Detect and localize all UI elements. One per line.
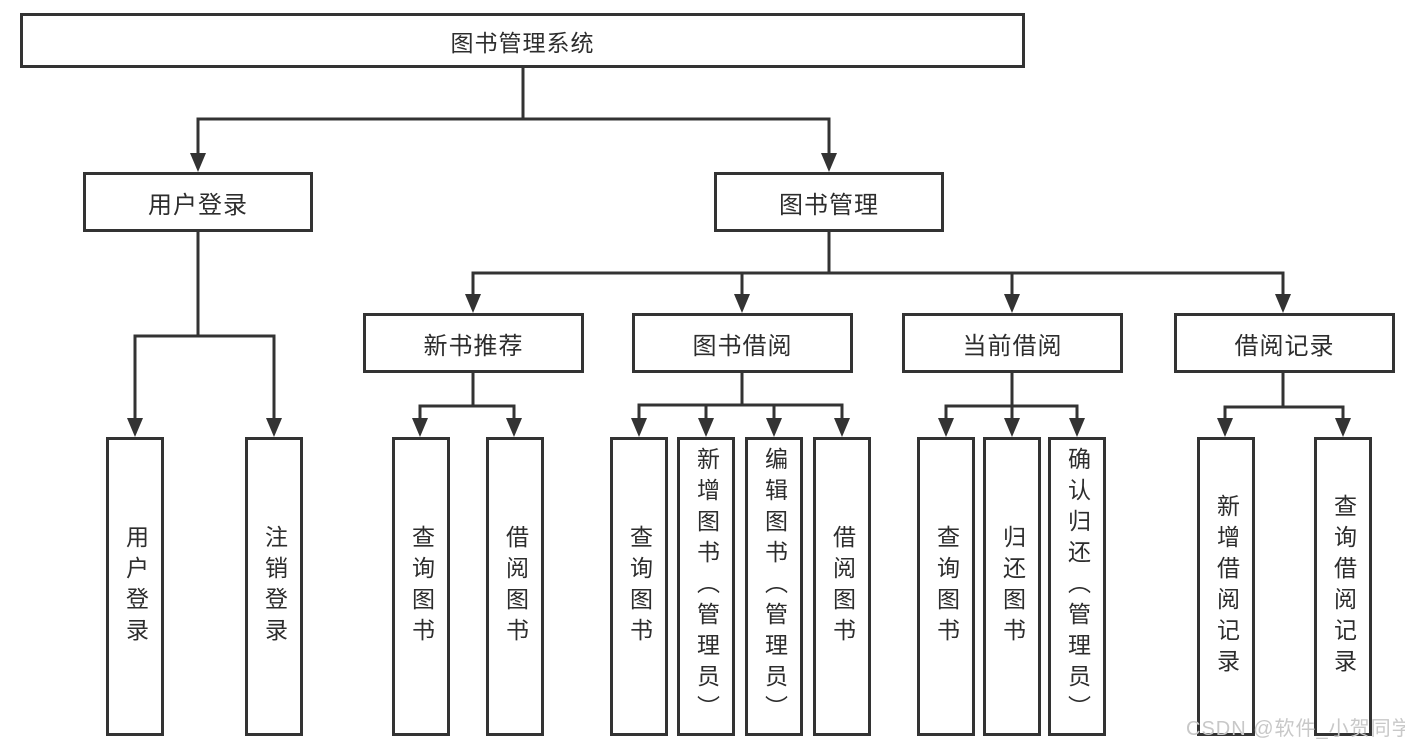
node-user-login-label: 用户登录 <box>148 191 248 219</box>
leaf-query-books-borrow-label: 查询图书 <box>626 524 653 649</box>
node-book-management: 图书管理 <box>714 172 944 232</box>
node-root-label: 图书管理系统 <box>450 29 595 56</box>
leaf-edit-books-admin: 编辑图书（管理员） <box>745 437 803 736</box>
leaf-logout: 注销登录 <box>245 437 303 736</box>
node-borrow-records-label: 借阅记录 <box>1234 332 1335 360</box>
node-new-book-recommend: 新书推荐 <box>363 313 584 373</box>
leaf-user-login-label: 用户登录 <box>122 524 149 649</box>
node-new-book-recommend-label: 新书推荐 <box>423 332 524 360</box>
leaf-add-borrow-record: 新增借阅记录 <box>1197 437 1255 736</box>
leaf-query-books-current-label: 查询图书 <box>933 524 960 649</box>
csdn-watermark: CSDN @软件_小贺同学 <box>1186 718 1405 740</box>
leaf-confirm-return-admin: 确认归还（管理员） <box>1048 437 1106 736</box>
node-user-login: 用户登录 <box>83 172 313 232</box>
leaf-confirm-return-admin-label: 确认归还（管理员） <box>1064 447 1091 726</box>
leaf-query-books-recommend: 查询图书 <box>392 437 450 736</box>
node-current-borrow-label: 当前借阅 <box>962 332 1063 360</box>
leaf-add-books-admin-label: 新增图书（管理员） <box>693 447 720 726</box>
node-book-borrow-label: 图书借阅 <box>692 332 793 360</box>
node-book-borrow: 图书借阅 <box>632 313 853 373</box>
leaf-logout-label: 注销登录 <box>261 524 288 649</box>
leaf-add-books-admin: 新增图书（管理员） <box>677 437 735 736</box>
leaf-return-books: 归还图书 <box>983 437 1041 736</box>
leaf-edit-books-admin-label: 编辑图书（管理员） <box>761 447 788 726</box>
leaf-query-borrow-record: 查询借阅记录 <box>1314 437 1372 736</box>
leaf-borrow-books-recommend-label: 借阅图书 <box>502 524 529 649</box>
node-book-management-label: 图书管理 <box>779 191 879 219</box>
leaf-user-login: 用户登录 <box>106 437 164 736</box>
leaf-borrow-books-label: 借阅图书 <box>829 524 856 649</box>
leaf-return-books-label: 归还图书 <box>999 524 1026 649</box>
node-borrow-records: 借阅记录 <box>1174 313 1395 373</box>
leaf-query-books-current: 查询图书 <box>917 437 975 736</box>
leaf-add-borrow-record-label: 新增借阅记录 <box>1213 493 1240 680</box>
leaf-borrow-books: 借阅图书 <box>813 437 871 736</box>
leaf-borrow-books-recommend: 借阅图书 <box>486 437 544 736</box>
node-root-system: 图书管理系统 <box>20 13 1025 68</box>
leaf-query-borrow-record-label: 查询借阅记录 <box>1330 493 1357 680</box>
leaf-query-books-borrow: 查询图书 <box>610 437 668 736</box>
leaf-query-books-recommend-label: 查询图书 <box>408 524 435 649</box>
node-current-borrow: 当前借阅 <box>902 313 1123 373</box>
